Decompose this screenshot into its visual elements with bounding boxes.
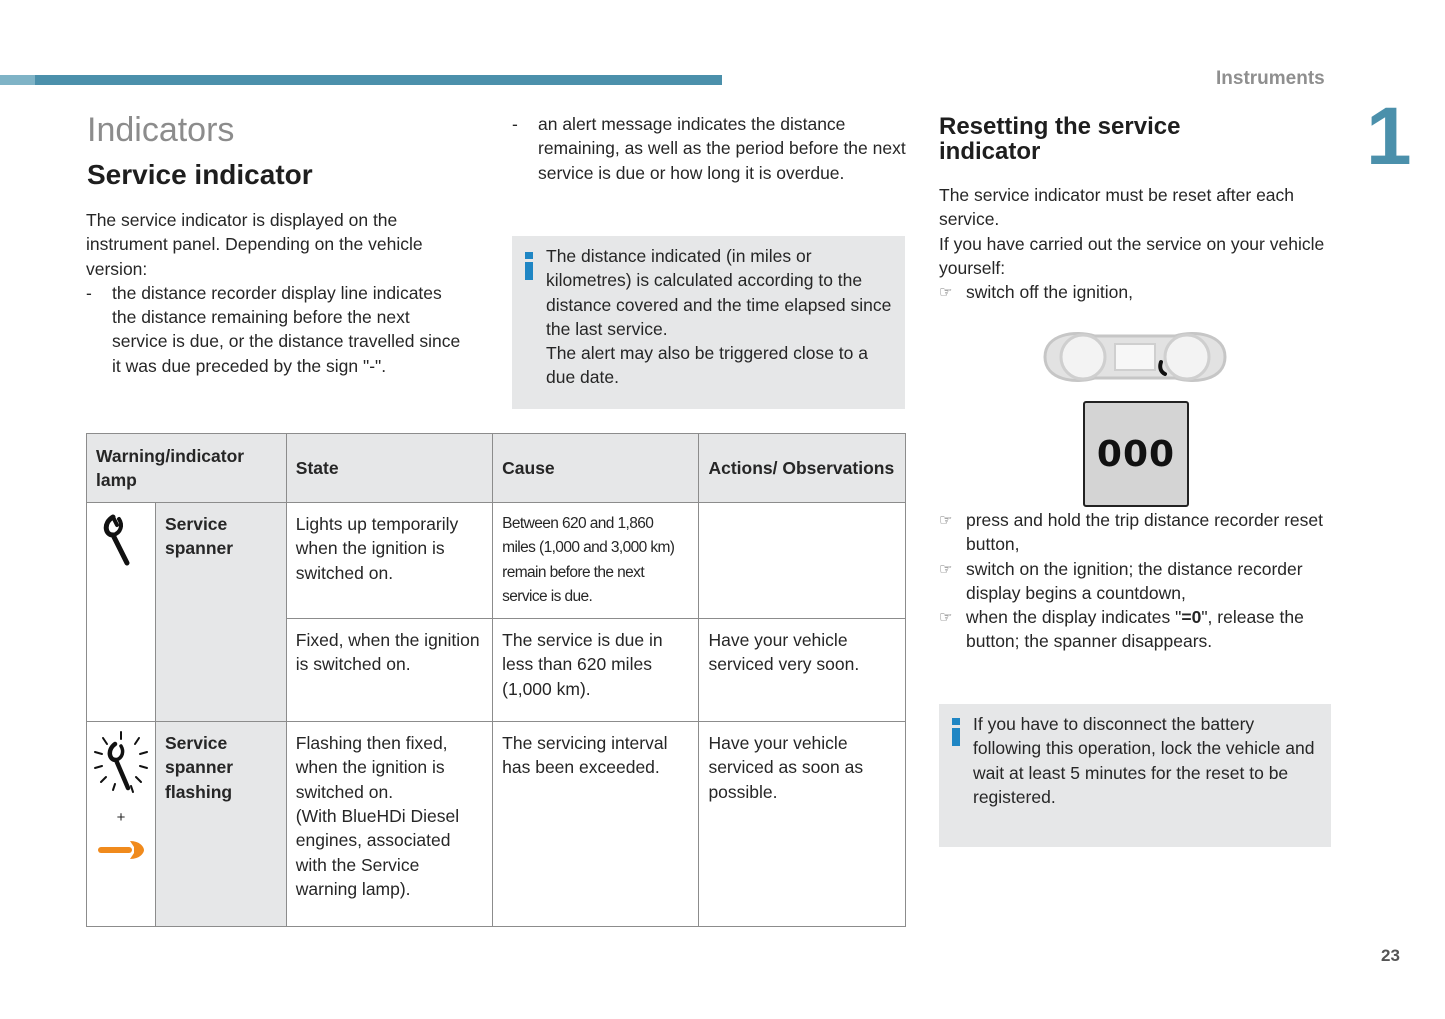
info-icon xyxy=(525,252,533,280)
lamp-name-cell: Service spanner xyxy=(155,501,287,723)
plus-sign: + xyxy=(116,809,126,827)
step-item: ☞ press and hold the trip distance recor… xyxy=(939,508,1339,557)
hand-pointer-icon: ☞ xyxy=(939,609,953,627)
header-lamp: Warning/indicator lamp xyxy=(86,433,287,503)
header-cause: Cause xyxy=(492,433,700,503)
intro-text-block: The service indicator is displayed on th… xyxy=(86,208,466,378)
action-cell: Have your vehicle serviced as soon as po… xyxy=(698,721,906,928)
info-icon xyxy=(952,718,960,746)
table-row: Fixed, when the ignition is switched on.… xyxy=(87,618,906,723)
action-cell: Have your vehicle serviced very soon. xyxy=(698,618,906,723)
bullet-dash: - xyxy=(86,282,92,303)
state-cell: Lights up temporarily when the ignition … xyxy=(285,501,494,620)
page-title: Indicators xyxy=(87,111,235,149)
table-header-row: Warning/indicator lamp State Cause Actio… xyxy=(86,433,906,503)
step-item: ☞ when the display indicates "=0", relea… xyxy=(939,605,1339,654)
page-number: 23 xyxy=(1381,946,1400,965)
info-box-distance: The distance indicated (in miles or kilo… xyxy=(512,236,905,409)
bullet-text: an alert message indicates the distance … xyxy=(538,114,906,183)
state-cell: Flashing then fixed, when the ignition i… xyxy=(285,721,494,928)
hand-pointer-icon: ☞ xyxy=(939,284,953,302)
step-text-bold: =0 xyxy=(1181,607,1202,628)
lamp-icon-cell: + xyxy=(86,721,156,928)
bullet-item: - an alert message indicates the distanc… xyxy=(512,112,912,185)
spanner-icon xyxy=(103,514,130,566)
reset-heading: Resetting the service indicator xyxy=(939,113,1181,165)
chapter-number: 1 xyxy=(1366,91,1412,182)
bullet-continued: - an alert message indicates the distanc… xyxy=(512,112,912,185)
state-cell: Fixed, when the ignition is switched on. xyxy=(285,618,494,723)
bullet-item: - the distance recorder display line ind… xyxy=(86,281,466,378)
instrument-cluster-illustration xyxy=(1043,332,1227,382)
table-row: + Service spanner flashing Flashing then… xyxy=(86,721,906,928)
reset-intro: The service indicator must be reset afte… xyxy=(939,185,1325,278)
display-value: 000 xyxy=(1096,433,1176,475)
hand-pointer-icon: ☞ xyxy=(939,512,953,529)
intro-paragraph: The service indicator is displayed on th… xyxy=(86,210,423,279)
cause-cell: The service is due in less than 620 mile… xyxy=(492,618,700,723)
step-item: ☞ switch on the ignition; the distance r… xyxy=(939,557,1339,606)
header-accent-bar xyxy=(0,75,722,85)
header-accent-bar-tip xyxy=(0,75,35,85)
step-text: switch off the ignition, xyxy=(966,282,1133,303)
step-text-before: when the display indicates " xyxy=(966,607,1182,628)
reset-steps-block: ☞ press and hold the trip distance recor… xyxy=(939,508,1339,654)
lamp-name-cell: Service spanner flashing xyxy=(155,721,287,928)
hand-pointer-icon: ☞ xyxy=(939,560,953,578)
info-text: If you have to disconnect the battery fo… xyxy=(973,714,1315,807)
reset-intro-block: The service indicator must be reset afte… xyxy=(939,183,1339,304)
service-indicator-table: Warning/indicator lamp State Cause Actio… xyxy=(86,433,906,928)
distance-display: 000 xyxy=(1083,401,1189,507)
step-text: switch on the ignition; the distance rec… xyxy=(966,558,1303,603)
orange-spanner-icon xyxy=(98,840,144,859)
lamp-icon-cell xyxy=(86,501,156,723)
step-text: press and hold the trip distance recorde… xyxy=(966,510,1323,555)
bullet-dash: - xyxy=(512,114,518,134)
step-item: ☞ switch off the ignition, xyxy=(939,280,1339,304)
info-text: The distance indicated (in miles or kilo… xyxy=(546,246,892,388)
spanner-flashing-icon xyxy=(94,731,148,794)
bullet-text: the distance recorder display line indic… xyxy=(112,282,461,376)
section-label: Instruments xyxy=(1216,68,1325,89)
info-box-battery: If you have to disconnect the battery fo… xyxy=(939,704,1331,847)
cause-cell: Between 620 and 1,860 miles (1,000 and 3… xyxy=(492,501,700,620)
table-row: Service spanner Lights up temporarily wh… xyxy=(86,501,906,723)
step-text-after: ", release the button; the spanner disap… xyxy=(966,607,1304,652)
header-actions: Actions/ Observations xyxy=(698,433,906,503)
action-cell xyxy=(698,501,906,620)
header-state: State xyxy=(285,433,494,503)
section-heading: Service indicator xyxy=(87,159,313,190)
cause-cell: The servicing interval has been exceeded… xyxy=(492,721,700,928)
